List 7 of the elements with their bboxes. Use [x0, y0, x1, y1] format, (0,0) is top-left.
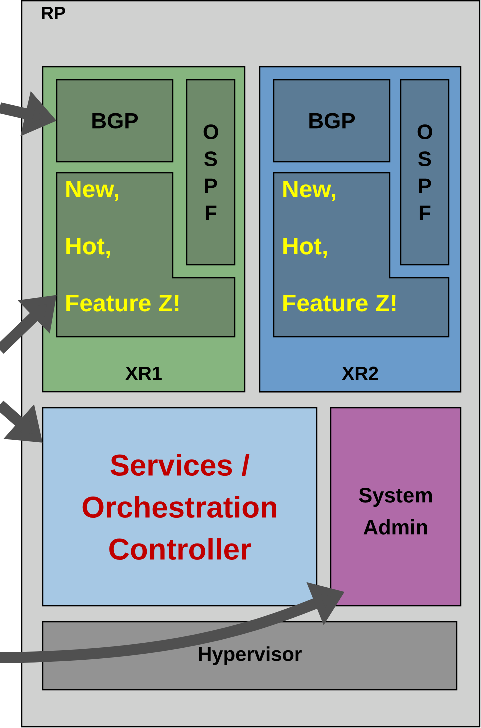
- protocol-box: O S P F: [186, 79, 236, 266]
- services-box: Services / Orchestration Controller: [42, 407, 318, 607]
- hypervisor-bar: Hypervisor: [42, 621, 458, 691]
- protocol-box: BGP: [273, 79, 391, 163]
- protocol-box: BGP: [56, 79, 174, 163]
- protocol-box: O S P F: [400, 79, 450, 266]
- admin-box: System Admin: [330, 407, 462, 607]
